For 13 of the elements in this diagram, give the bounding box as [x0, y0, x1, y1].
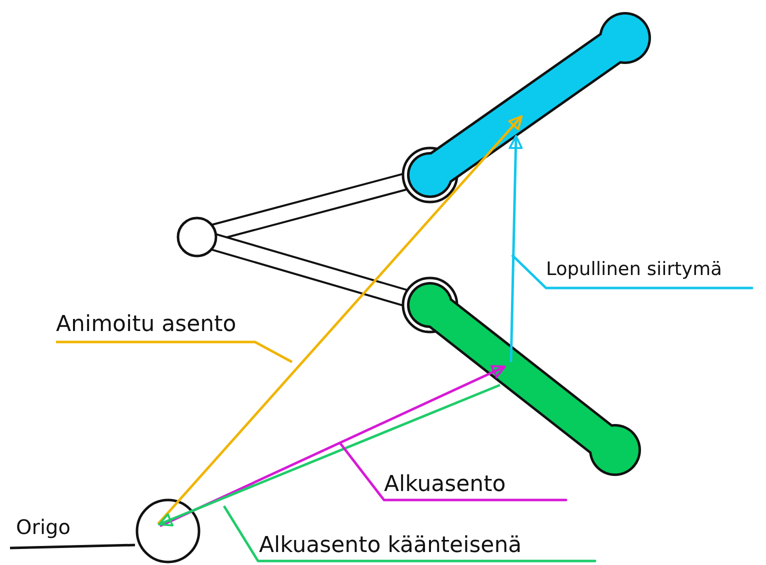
leader-line — [10, 544, 136, 550]
vector-label: Lopullinen siirtymä — [546, 261, 723, 280]
origin-circle — [135, 498, 201, 564]
origin-label: Origo — [16, 517, 72, 537]
vector-label: Animoitu asento — [56, 314, 238, 336]
vector-arrow — [157, 115, 523, 525]
leader-line — [222, 505, 596, 562]
vector-label: Alkuasento — [384, 474, 507, 496]
leader-line — [56, 340, 293, 364]
vector-arrow — [508, 135, 523, 362]
leader-line — [339, 442, 568, 502]
leader-line — [511, 254, 754, 290]
vector-label: Alkuasento käänteisenä — [259, 535, 523, 557]
